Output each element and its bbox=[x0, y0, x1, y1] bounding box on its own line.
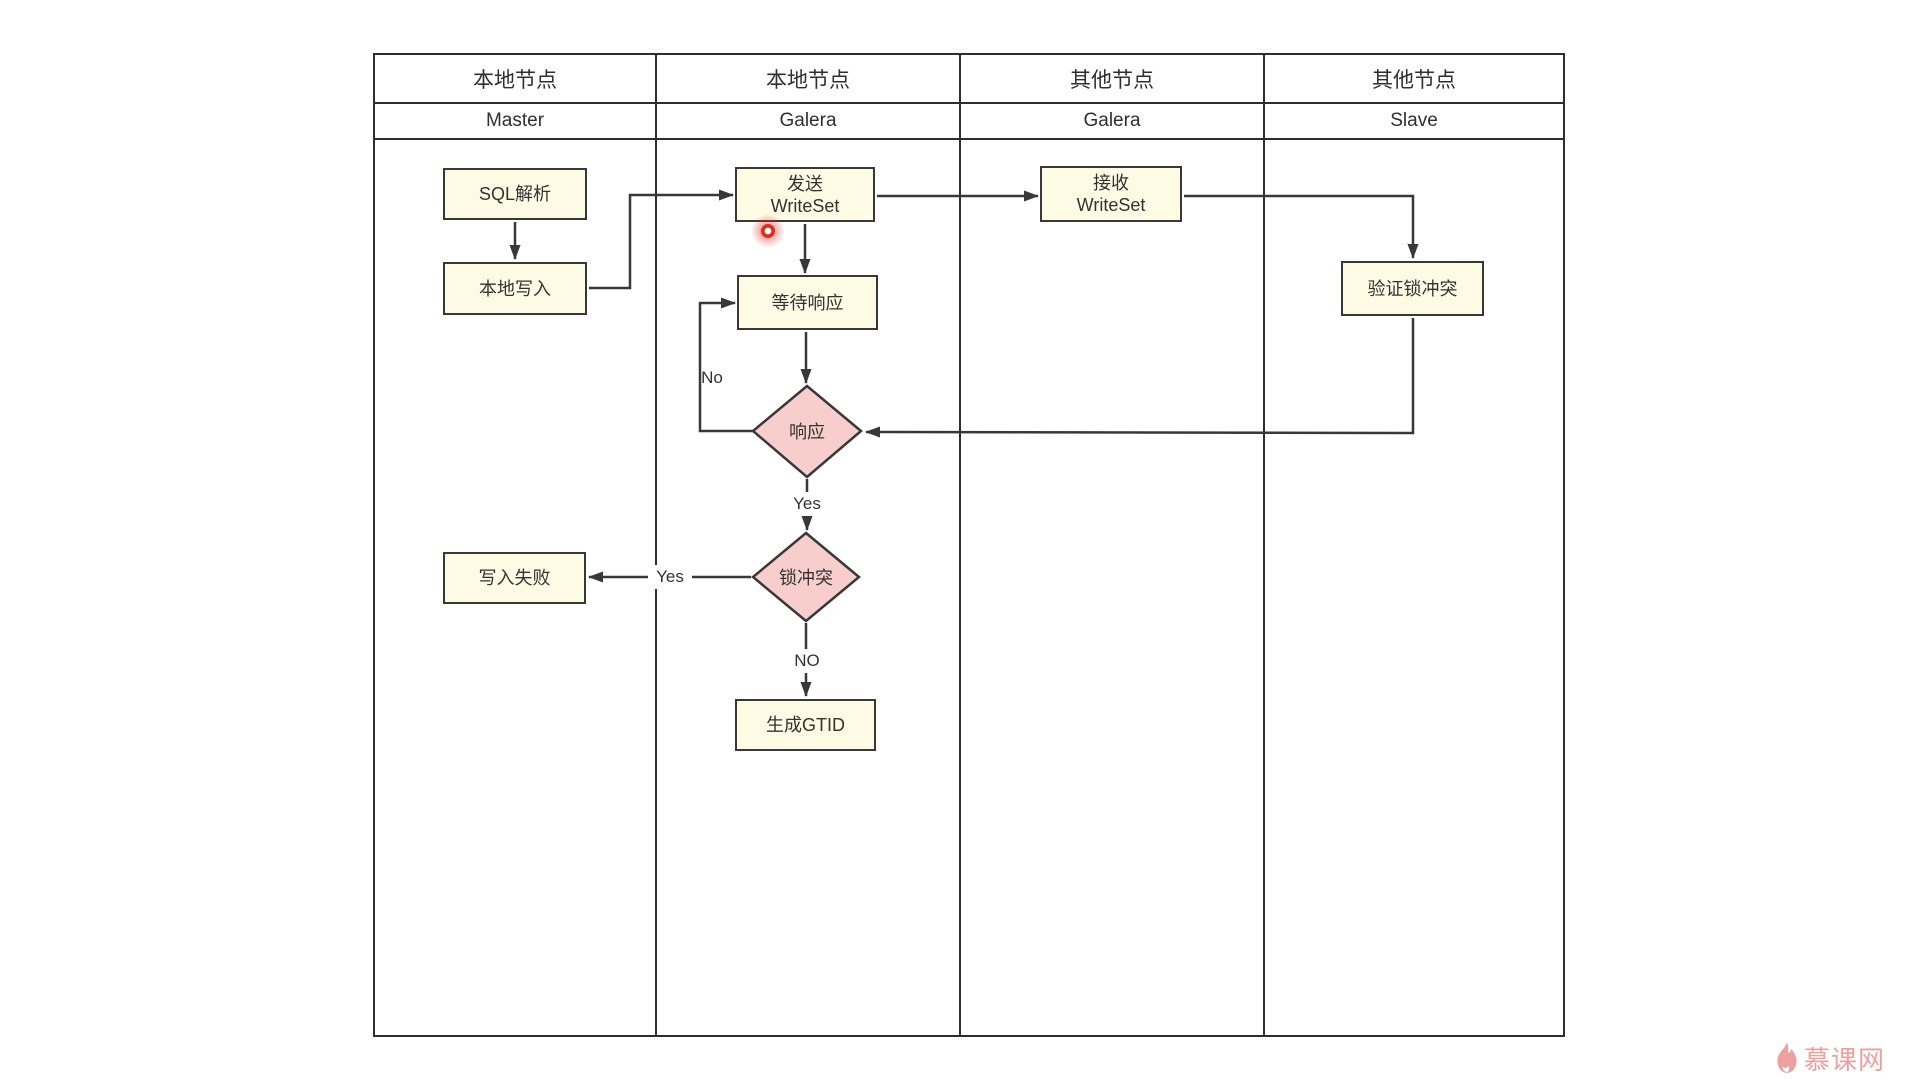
edge-response-no-loop bbox=[698, 297, 753, 433]
node-local-write-label: 本地写入 bbox=[479, 278, 551, 299]
diamond-lock-conflict-label: 锁冲突 bbox=[779, 568, 833, 588]
node-receive-writeset-line1: 接收 bbox=[1093, 173, 1129, 193]
edge-label-yes-response: Yes bbox=[786, 492, 828, 516]
node-send-writeset-line2: WriteSet bbox=[770, 195, 840, 216]
node-write-fail-label: 写入失败 bbox=[478, 568, 551, 588]
watermark-text: 慕课网 bbox=[1804, 1044, 1886, 1075]
edge-recvwriteset-to-verifylock bbox=[1184, 194, 1419, 259]
node-receive-writeset-line2: WriteSet bbox=[1076, 195, 1146, 215]
node-sql-parse: SQL解析 bbox=[443, 168, 587, 220]
lane-4-title: 其他节点 bbox=[1372, 68, 1456, 92]
node-verify-lock-conflict-label: 验证锁冲突 bbox=[1367, 278, 1458, 299]
header-row-divider bbox=[375, 102, 1563, 104]
node-write-fail: 写入失败 bbox=[443, 552, 586, 604]
lane-1-subtitle: Master bbox=[485, 110, 545, 131]
node-receive-writeset: 接收 WriteSet bbox=[1040, 166, 1182, 222]
edge-label-no-conflict: NO bbox=[785, 649, 829, 673]
node-wait-response: 等待响应 bbox=[737, 275, 878, 330]
lane-divider-1 bbox=[655, 55, 657, 1035]
header-bottom-divider bbox=[375, 138, 1563, 140]
edge-localwrite-to-sendwriteset bbox=[589, 189, 734, 290]
lane-2-title: 本地节点 bbox=[766, 68, 850, 92]
edge-verifylock-to-response bbox=[865, 318, 1415, 438]
swimlane-table: 本地节点 本地节点 其他节点 其他节点 Master Galera Galera… bbox=[373, 53, 1565, 1037]
node-send-writeset-line1: 发送 bbox=[787, 173, 823, 194]
lane-3-subtitle: Galera bbox=[1083, 110, 1141, 131]
cursor-highlight-icon bbox=[751, 214, 785, 248]
node-local-write: 本地写入 bbox=[443, 262, 587, 315]
diamond-response-label: 响应 bbox=[789, 422, 825, 442]
edge-label-no-response: No bbox=[701, 368, 723, 387]
edge-label-yes-conflict: Yes bbox=[648, 565, 692, 589]
node-generate-gtid-label: 生成GTID bbox=[766, 715, 845, 735]
lane-2-subtitle: Galera bbox=[779, 110, 837, 131]
lane-4-subtitle: Slave bbox=[1390, 110, 1438, 131]
lane-1-title: 本地节点 bbox=[473, 68, 557, 92]
lane-divider-3 bbox=[1263, 55, 1265, 1035]
diamond-response-shape bbox=[751, 384, 863, 479]
lane-divider-2 bbox=[959, 55, 961, 1035]
flame-icon bbox=[1777, 1042, 1797, 1073]
diamond-lock-conflict-shape bbox=[751, 531, 861, 623]
node-wait-response-label: 等待响应 bbox=[771, 292, 844, 313]
node-sql-parse-label: SQL解析 bbox=[478, 184, 552, 204]
node-verify-lock-conflict: 验证锁冲突 bbox=[1341, 261, 1484, 316]
watermark: 慕课网 bbox=[1774, 1040, 1885, 1076]
node-send-writeset: 发送 WriteSet bbox=[735, 167, 875, 222]
node-generate-gtid: 生成GTID bbox=[735, 699, 876, 751]
lane-3-title: 其他节点 bbox=[1070, 68, 1154, 92]
